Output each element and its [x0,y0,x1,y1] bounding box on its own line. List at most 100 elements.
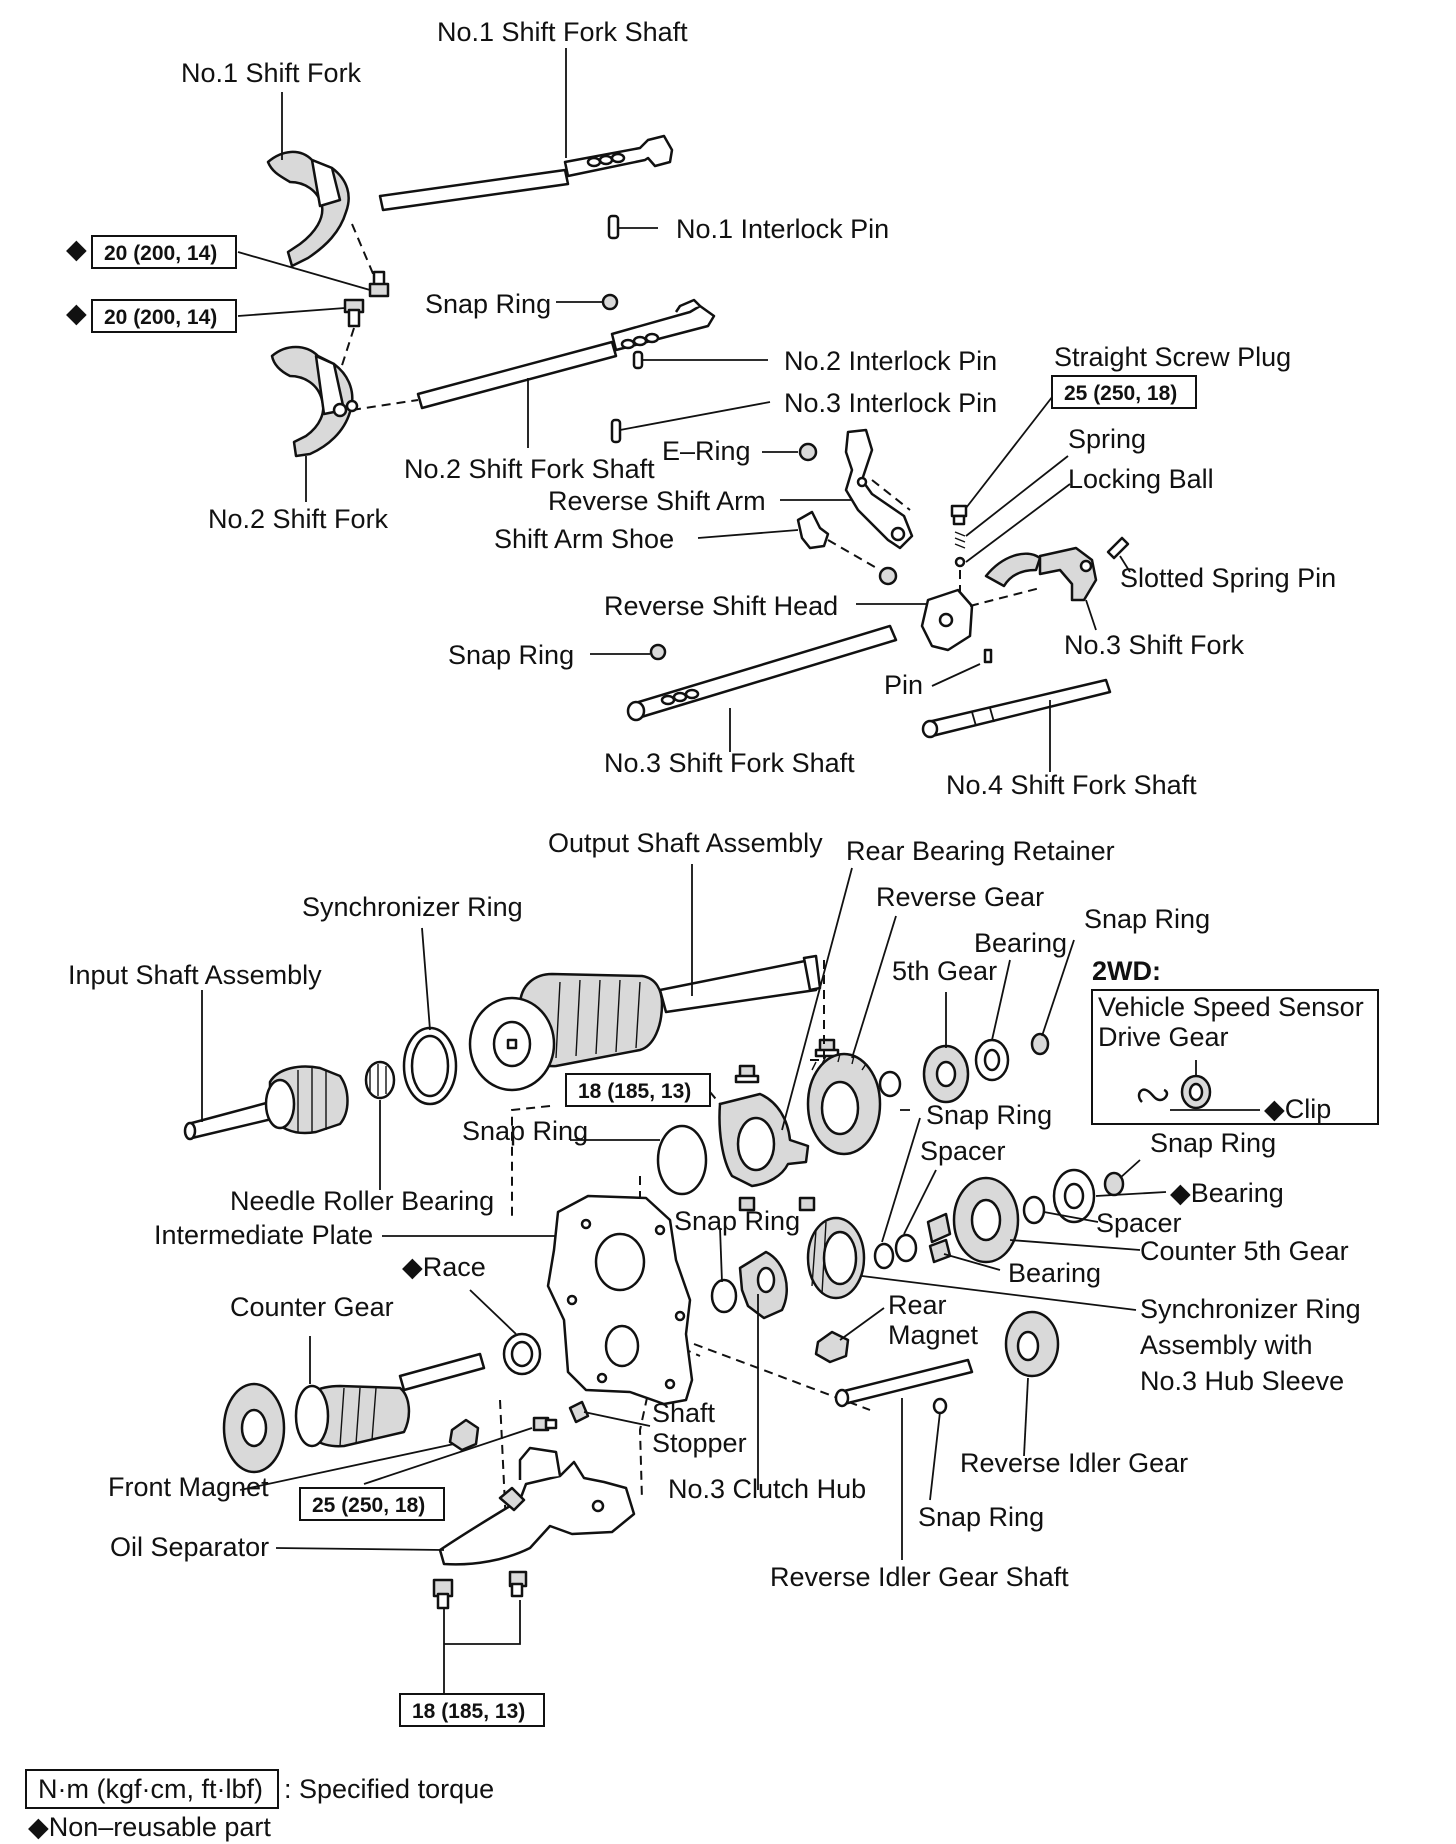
label-synchronizer-ring: Synchronizer Ring [302,892,523,922]
reverse-shift-arm [844,428,914,550]
diamond-fork1-torque: ◆ [66,234,87,264]
label-intermediate-plate: Intermediate Plate [154,1220,373,1250]
label-vssdg-line1: Vehicle Speed Sensor [1098,992,1364,1022]
leader-slotted-pin [1119,555,1131,573]
label-reverse-shift-arm: Reverse Shift Arm [548,486,766,516]
leader-race [469,1289,517,1335]
leader-bearing-nonreusable [1095,1191,1167,1197]
oil-separator-bolt-bracket [443,1600,521,1694]
e-ring [798,442,818,462]
label-bearing-upper: Bearing [974,928,1067,958]
fork2-bolt [343,298,365,328]
spacer-ring-a [873,1242,895,1270]
label-spring: Spring [1068,424,1146,454]
shoe-washer [878,566,898,586]
reverse-shift-head [920,588,974,652]
leader-rear-bearing-retainer [781,867,853,1131]
rear-magnet-part [814,1330,850,1364]
leader-no3-interlock-pin [619,401,771,431]
leader-pin [931,663,981,687]
label-snap-ring-right: Snap Ring [1150,1128,1276,1158]
race-part [502,1332,542,1376]
label-sync-assy-line3: No.3 Hub Sleeve [1140,1366,1344,1396]
pin-part [983,648,993,664]
label-no1-shift-fork-shaft: No.1 Shift Fork Shaft [437,17,688,47]
leader-shaft-stopper [583,1411,651,1427]
leader-screw-plug [965,391,1057,509]
bearing-nonreusable-part [1052,1168,1096,1224]
leader-locking-ball [965,483,1071,563]
reverse-idler-gear-part [1004,1310,1060,1378]
fork1-bolt-dash [351,223,375,277]
slotted-spring-pin [1106,536,1130,560]
snap-ring-plate [710,1278,738,1314]
oil-separator-bolt-right [508,1570,528,1598]
fork2-shaft-dash [351,399,419,411]
dash-separator-left [499,1399,507,1527]
leader-snap-ring-plate [719,1227,723,1283]
leader-oil-separator [275,1547,445,1551]
torque-fork1: 20 (200, 14) [104,242,217,265]
label-counter-gear: Counter Gear [230,1292,394,1322]
reverse-idler-gear-shaft-part [834,1358,974,1408]
leader-snap-ring-sync [881,1117,921,1243]
label-shaft-stopper-line2: Stopper [652,1428,747,1458]
label-reverse-gear: Reverse Gear [876,882,1044,912]
label-snap-ring-plate: Snap Ring [674,1206,800,1236]
torque-box-oil-separator [399,1693,545,1727]
no3-shift-fork-shaft [626,624,898,722]
snap-ring-mid [649,643,667,661]
two-wd-box [1091,989,1379,1125]
label-2wd: 2WD: [1092,956,1161,986]
label-straight-screw-plug: Straight Screw Plug [1054,342,1291,372]
label-vssdg-line2: Drive Gear [1098,1022,1229,1052]
legend-torque-unit: N·m (kgf·cm, ft·lbf) [38,1774,263,1804]
leader-reverse-gear [851,915,897,1059]
shaft-stopper-bolt [532,1416,558,1432]
retainer-bolt-d [798,1196,816,1212]
leader-bearing-needle [943,1253,1001,1271]
oil-separator-bolt-left [432,1578,454,1610]
fork1-bolt [368,270,390,298]
retainer-bolt-b [814,1038,840,1058]
label-no1-shift-fork: No.1 Shift Fork [181,58,362,88]
leader-spacer-right [1043,1211,1099,1223]
label-e-ring: E–Ring [662,436,751,466]
torque-box-shaft-stopper [299,1487,445,1521]
label-sync-assy-line1: Synchronizer Ring [1140,1294,1361,1324]
label-output-shaft-assembly: Output Shaft Assembly [548,828,823,858]
label-locking-ball: Locking Ball [1068,464,1214,494]
leader-shift-arm-shoe [697,529,799,539]
label-snap-ring-mid: Snap Ring [448,640,574,670]
no3-interlock-pin [610,418,622,444]
snap-ring-right [1103,1171,1125,1197]
leader-sync-assembly [861,1275,1137,1311]
rear-bearing-retainer [718,1092,810,1188]
label-snap-ring-large: Snap Ring [462,1116,588,1146]
torque-box-fork2 [91,299,237,333]
label-sync-assy-line2: Assembly with [1140,1330,1313,1360]
dash-plate-left [511,1105,551,1220]
label-no1-interlock-pin: No.1 Interlock Pin [676,214,889,244]
torque-screw-plug: 25 (250, 18) [1064,382,1177,405]
synchronizer-ring-assembly [806,1216,866,1300]
shaft-stopper-part [568,1400,590,1424]
no1-interlock-pin [607,214,620,240]
needle-roller-bearing [364,1060,396,1100]
label-no3-shift-fork-shaft: No.3 Shift Fork Shaft [604,748,855,778]
label-no3-clutch-hub: No.3 Clutch Hub [668,1474,866,1504]
torque-shaft-stopper: 25 (250, 18) [312,1494,425,1517]
snap-ring-bearing [1030,1032,1050,1056]
snap-ring-reverse-gear [878,1070,902,1098]
label-shaft-stopper-line1: Shaft [652,1398,716,1428]
dash-output-right [810,960,825,1061]
leader-no3-fork [1085,599,1097,631]
label-rear-magnet-line1: Rear [888,1290,947,1320]
label-rear-bearing-retainer: Rear Bearing Retainer [846,836,1115,866]
label-input-shaft-assembly: Input Shaft Assembly [68,960,322,990]
counter-gear [222,1352,486,1474]
legend-torque-text: : Specified torque [284,1774,494,1804]
retainer-bolt-a [734,1064,760,1084]
spacer-right [1022,1195,1046,1225]
